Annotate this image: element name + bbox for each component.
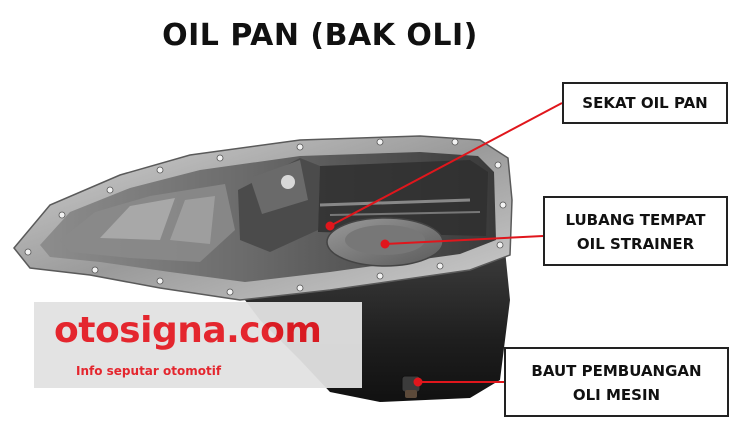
callout-line: BAUT PEMBUANGAN [531, 362, 702, 380]
callout-sekat-oil-pan: SEKAT OIL PAN [562, 82, 728, 124]
baffle-hole [281, 175, 295, 189]
pointer-strainer [384, 235, 544, 245]
pointer-lines [325, 102, 563, 387]
watermark-name: otosigna.com [54, 310, 322, 351]
callout-line: LUBANG TEMPAT [565, 211, 706, 229]
pointer-sekat [329, 102, 563, 227]
diagram-title: OIL PAN (BAK OLI) [162, 18, 478, 53]
flange-bolt-holes [24, 138, 507, 296]
callout-line: OIL STRAINER [576, 235, 695, 253]
callout-lubang-oil-strainer: LUBANG TEMPAT OIL STRAINER [543, 196, 728, 266]
callout-line: OLI MESIN [572, 386, 661, 404]
watermark-tagline: Info seputar otomotif [76, 364, 222, 378]
watermark-box: otosigna.com Info seputar otomotif [34, 302, 362, 388]
callout-line: SEKAT OIL PAN [582, 94, 708, 112]
callout-baut-pembuangan: BAUT PEMBUANGAN OLI MESIN [504, 347, 729, 417]
